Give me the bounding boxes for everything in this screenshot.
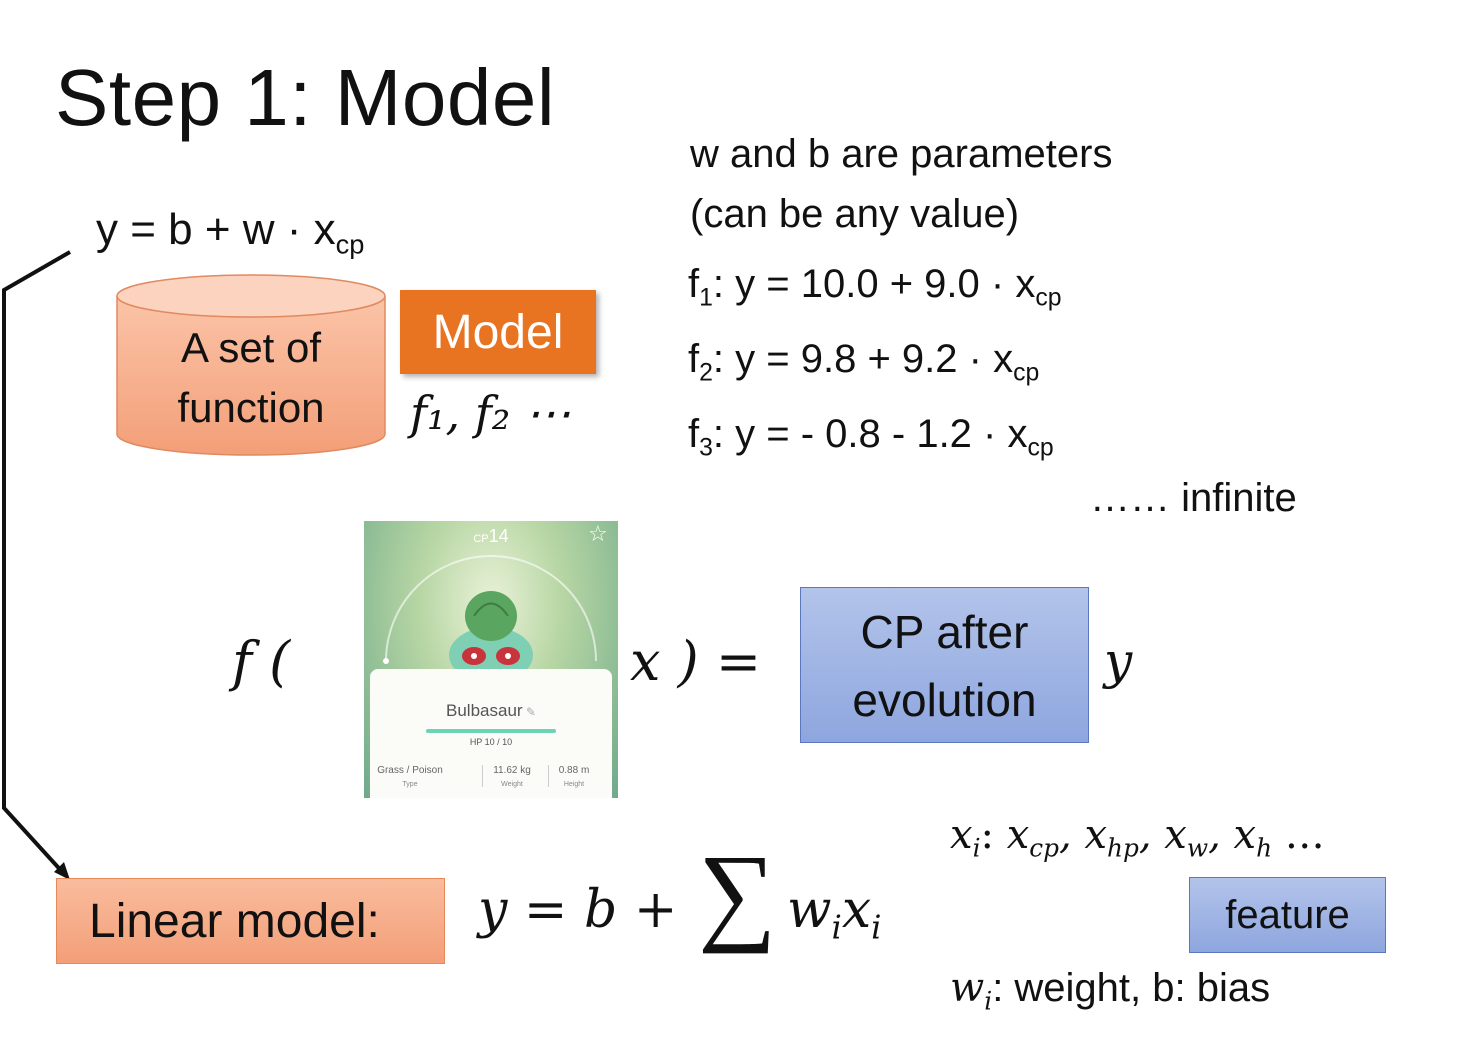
stat-weight-value: 11.62 kg [493, 765, 531, 776]
output-box: CP after evolution [800, 587, 1089, 743]
function-example-2: f2: y = 9.8 + 9.2 · xcp [688, 337, 1040, 387]
params-note-line1: w and b are parameters [690, 132, 1113, 176]
linear-model-box: Linear model: [56, 878, 445, 964]
hp-text: HP 10 / 10 [469, 737, 513, 747]
linear-formula: y = b + [478, 880, 678, 940]
edit-pencil-icon: ✎ [522, 705, 536, 719]
function-names: f₁, f₂ ⋯ [410, 386, 571, 440]
model-equation-sub: cp [335, 228, 365, 260]
feature-box: feature [1189, 877, 1386, 953]
function-open: f ( [232, 630, 291, 693]
params-note: w and b are parameters (can be any value… [690, 124, 1112, 244]
params-note-line2: (can be any value) [690, 192, 1020, 236]
stat-type-value: Grass / Poison [377, 765, 443, 776]
feature-list: xi: xcp, xhp, xw, xh … [950, 812, 1325, 863]
function-example-3: f3: y = - 0.8 - 1.2 · xcp [688, 412, 1054, 462]
weight-note: wi: weight, b: bias [950, 965, 1271, 1016]
function-example-1: f1: y = 10.0 + 9.0 · xcp [688, 262, 1062, 312]
infinite-note: …… infinite [1090, 476, 1297, 520]
output-line2: evolution [852, 674, 1037, 726]
stat-height-label: Height [563, 781, 585, 788]
output-line1: CP after [860, 606, 1029, 658]
hp-bar [426, 729, 556, 733]
model-box: Model [400, 290, 596, 374]
pokemon-card-image: CP14 ☆ Bulbasaur ✎ HP 10 / 10 Grass / Po… [364, 521, 618, 798]
slide-title: Step 1: Model [55, 53, 556, 142]
output-variable: y [1104, 632, 1133, 690]
function-set-cylinder [116, 274, 386, 456]
cp-label: CP14 [473, 526, 509, 546]
linear-terms: wixi [787, 880, 882, 947]
function-set-line1: A set of [180, 324, 322, 371]
pokemon-name: Bulbasaur ✎ [446, 701, 536, 720]
sum-symbol: ∑ [698, 832, 777, 954]
model-equation-main: y = b + w · x [96, 205, 336, 254]
stat-divider [548, 765, 549, 787]
function-set-label: A set of function [116, 318, 386, 438]
function-set-line2: function [177, 384, 325, 431]
input-close: x ) = [630, 630, 762, 693]
model-equation: y = b + w · xcp [96, 205, 364, 261]
stat-height-value: 0.88 m [558, 765, 590, 776]
star-icon: ☆ [588, 521, 608, 546]
pokemon-info-panel [370, 669, 612, 798]
stat-weight-label: Weight [501, 781, 523, 788]
stat-divider [482, 765, 483, 787]
stat-type-label: Type [402, 781, 418, 788]
